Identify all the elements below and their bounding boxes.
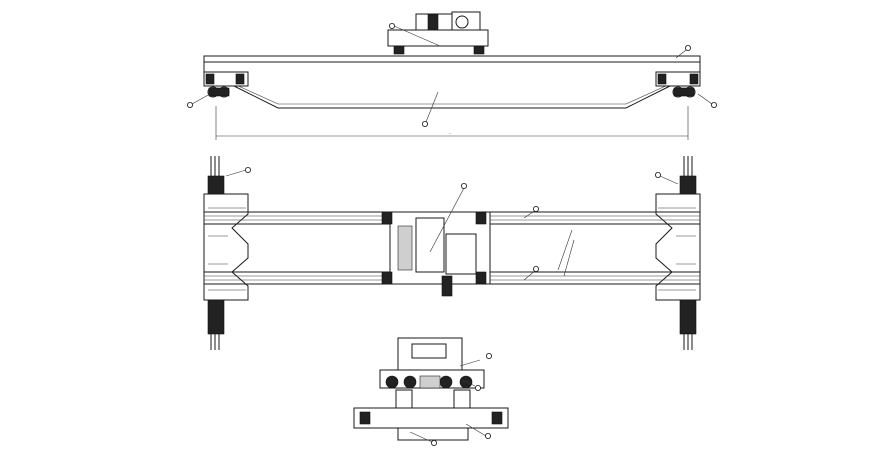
callout-tag — [460, 182, 467, 189]
end-truck-right — [655, 71, 718, 109]
leader-line — [225, 169, 247, 177]
hook-drum-end — [419, 375, 441, 389]
callout-tag — [430, 439, 437, 446]
callout-tag — [685, 45, 692, 52]
end-elevation-view — [353, 337, 509, 446]
end-carriage-body — [203, 193, 249, 301]
trolley-plan — [381, 182, 491, 297]
callout-tag — [533, 205, 540, 212]
trolley-wheel-right — [473, 45, 485, 55]
lower-block — [397, 427, 469, 441]
hoist-drum-plan — [415, 217, 445, 273]
callout-tag — [421, 121, 428, 128]
callout-tag — [485, 352, 492, 359]
end-beam-wheel — [359, 411, 371, 425]
leader-line — [425, 91, 439, 123]
girder-section-left — [395, 389, 413, 409]
end-beam-wheel — [491, 411, 503, 425]
wheel-assembly — [673, 87, 695, 97]
girder-web-line — [233, 83, 671, 105]
end-wheel — [403, 375, 417, 389]
callout-tag — [388, 22, 395, 29]
leader-line — [563, 239, 575, 277]
gear-box-plan — [397, 225, 413, 271]
span-dimension-label: — — [449, 131, 452, 135]
trolley-wheel — [475, 211, 487, 225]
end-truck-block — [205, 73, 215, 85]
end-carriage-wheel-block — [207, 299, 225, 335]
trolley-drive-unit — [427, 13, 439, 33]
callout-tag — [244, 166, 251, 173]
plan-view — [203, 156, 701, 350]
leader-line — [409, 431, 433, 443]
leader-line — [697, 93, 713, 105]
end-wheel — [385, 375, 399, 389]
end-truck-left — [186, 71, 249, 109]
end-truck-block — [657, 73, 667, 85]
trolley-frame — [387, 29, 489, 47]
end-carriage-right — [655, 171, 701, 335]
trolley-wheel — [475, 271, 487, 285]
callout-tag — [655, 171, 662, 178]
leader-line — [191, 93, 211, 105]
hook-block-plan — [441, 275, 453, 297]
end-carriage-wheel-block — [679, 299, 697, 335]
end-truck-frame — [655, 71, 701, 87]
leader-line — [459, 359, 481, 367]
trolley-wheel — [381, 211, 393, 225]
leader-line — [523, 209, 537, 219]
trolley-side — [387, 11, 489, 55]
callout-tag — [484, 432, 491, 439]
side-elevation-view: — — [186, 11, 718, 140]
leader-line — [675, 49, 687, 59]
callout-tag — [474, 384, 481, 391]
trolley-drum — [455, 15, 469, 29]
callout-tag — [711, 102, 718, 109]
end-carriage-body — [655, 193, 701, 301]
girder-top-flange — [203, 55, 701, 63]
callout-tag — [186, 102, 193, 109]
end-truck-block — [689, 73, 699, 85]
end-carriage-wheel-block — [679, 175, 697, 195]
leader-line — [393, 25, 441, 47]
leader-line — [659, 175, 679, 185]
end-beam — [353, 407, 509, 429]
leader-line — [523, 269, 537, 281]
callout-tag — [533, 265, 540, 272]
girder-section-right — [453, 389, 471, 409]
girder-bottom-chord — [233, 85, 671, 109]
end-wheel — [439, 375, 453, 389]
trolley-wheel-left — [393, 45, 405, 55]
wheel-assembly — [208, 87, 230, 97]
leader-line — [429, 187, 465, 253]
trolley-panel — [411, 343, 447, 359]
leader-line — [465, 423, 487, 437]
leader-line — [557, 229, 573, 271]
trolley-wheel — [381, 271, 393, 285]
end-carriage-wheel-block — [207, 175, 225, 195]
end-truck-block — [235, 73, 245, 85]
end-carriage-left — [203, 166, 251, 335]
leader-line — [461, 379, 476, 387]
hoist-motor-plan — [445, 233, 477, 275]
